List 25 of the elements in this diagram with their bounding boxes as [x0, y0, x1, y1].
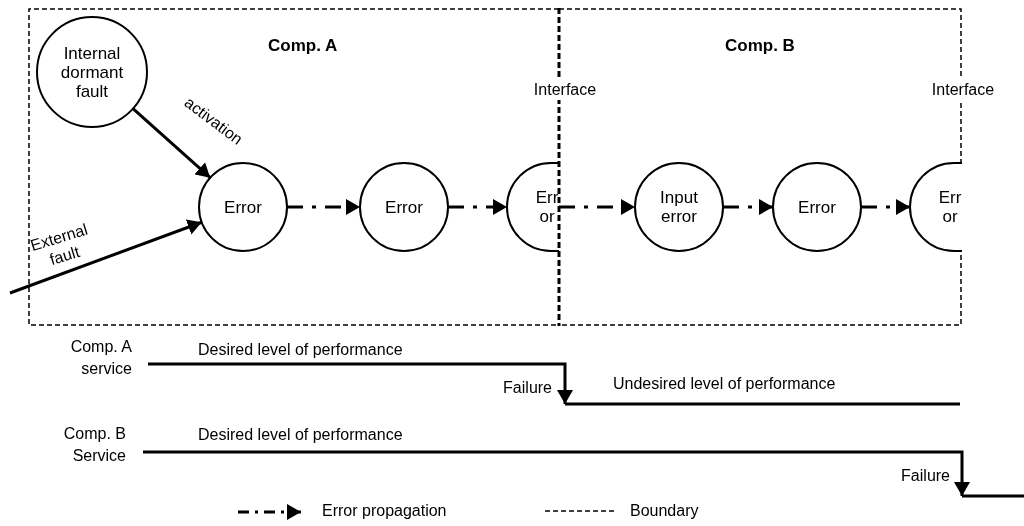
error-label: Error	[384, 197, 424, 217]
propagation-arrow	[287, 199, 360, 215]
component-title: Comp. B	[725, 36, 795, 56]
level-label: Desired level of performance	[198, 340, 403, 360]
error-label: Error	[797, 197, 837, 217]
arrow	[9, 219, 203, 295]
legend-label: Boundary	[630, 501, 699, 521]
failure-label: Failure	[900, 466, 950, 486]
service-label: Comp. B Service	[62, 424, 126, 466]
error-label: Err or	[534, 188, 560, 226]
propagation-arrow	[448, 199, 507, 215]
fault-label: Internal dormant fault	[59, 43, 125, 101]
propagation-arrow	[861, 199, 910, 215]
component-title: Comp. A	[268, 36, 338, 56]
legend-label: Error propagation	[322, 501, 447, 521]
error-label: Err or	[937, 188, 963, 226]
level-label: Undesired level of performance	[613, 374, 836, 394]
level-label: Desired level of performance	[198, 425, 403, 445]
arrow	[132, 107, 212, 179]
error-label: Input error	[659, 188, 699, 226]
propagation-arrow	[559, 199, 635, 215]
propagation-arrow	[723, 199, 773, 215]
failure-label: Failure	[502, 378, 552, 398]
service-label: Comp. A service	[69, 337, 132, 379]
error-label: Error	[223, 197, 263, 217]
